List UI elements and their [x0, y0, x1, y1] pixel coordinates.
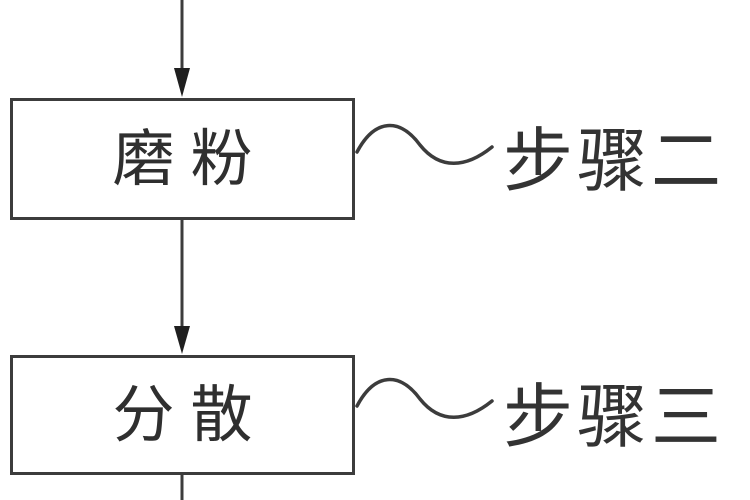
wavy-leader-step2: [355, 123, 494, 165]
flow-node-step2-label: 磨粉: [112, 122, 269, 195]
between-boxes-arrowhead-icon: [174, 326, 190, 354]
annotation-step2: 步骤二: [503, 120, 725, 202]
annotation-step3: 步骤三: [503, 376, 725, 458]
wavy-leader-step3: [355, 377, 494, 419]
flow-node-step3: 分散: [10, 355, 355, 475]
flow-node-step3-label: 分散: [112, 378, 269, 451]
incoming-arrowhead-icon: [174, 68, 190, 97]
flow-node-step2: 磨粉: [10, 98, 355, 220]
